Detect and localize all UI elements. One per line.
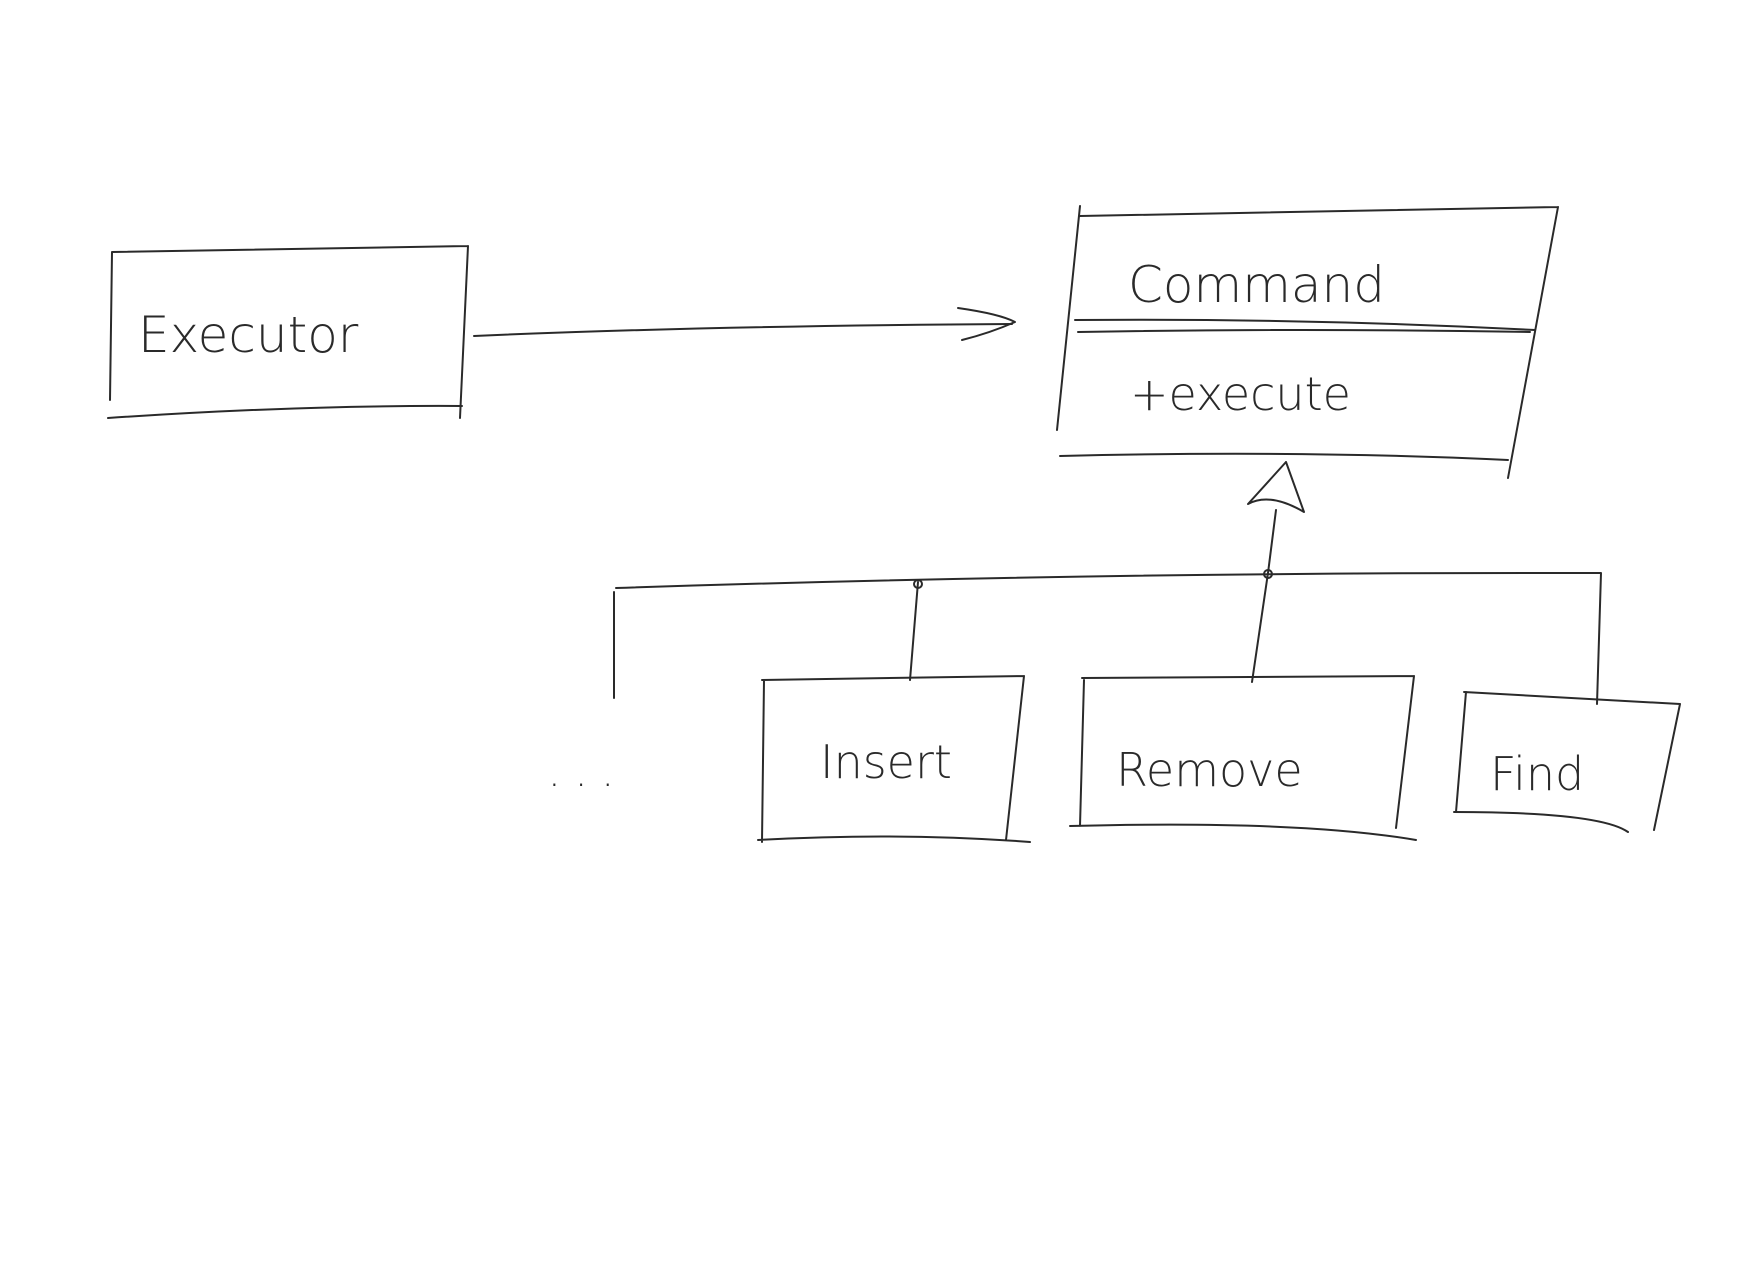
insert-label: Insert <box>820 735 952 789</box>
executor-label: Executor <box>138 306 359 364</box>
command-label: Command <box>1128 256 1385 314</box>
executor-class-box: Executor <box>107 245 469 419</box>
insert-class-box: Insert <box>757 675 1031 843</box>
association-arrow <box>473 307 1016 341</box>
remove-class-box: Remove <box>1069 675 1417 841</box>
find-class-box: Find <box>1453 691 1681 833</box>
remove-label: Remove <box>1116 743 1303 797</box>
inheritance-tree-lines <box>613 569 1602 705</box>
command-class-box: Command +execute <box>1056 205 1559 479</box>
execute-operation-label: +execute <box>1130 367 1351 421</box>
inheritance-triangle-icon <box>1247 461 1305 574</box>
more-subclasses-ellipsis: ... <box>548 750 628 796</box>
open-arrowhead-icon <box>957 307 1016 341</box>
find-label: Find <box>1490 747 1584 801</box>
